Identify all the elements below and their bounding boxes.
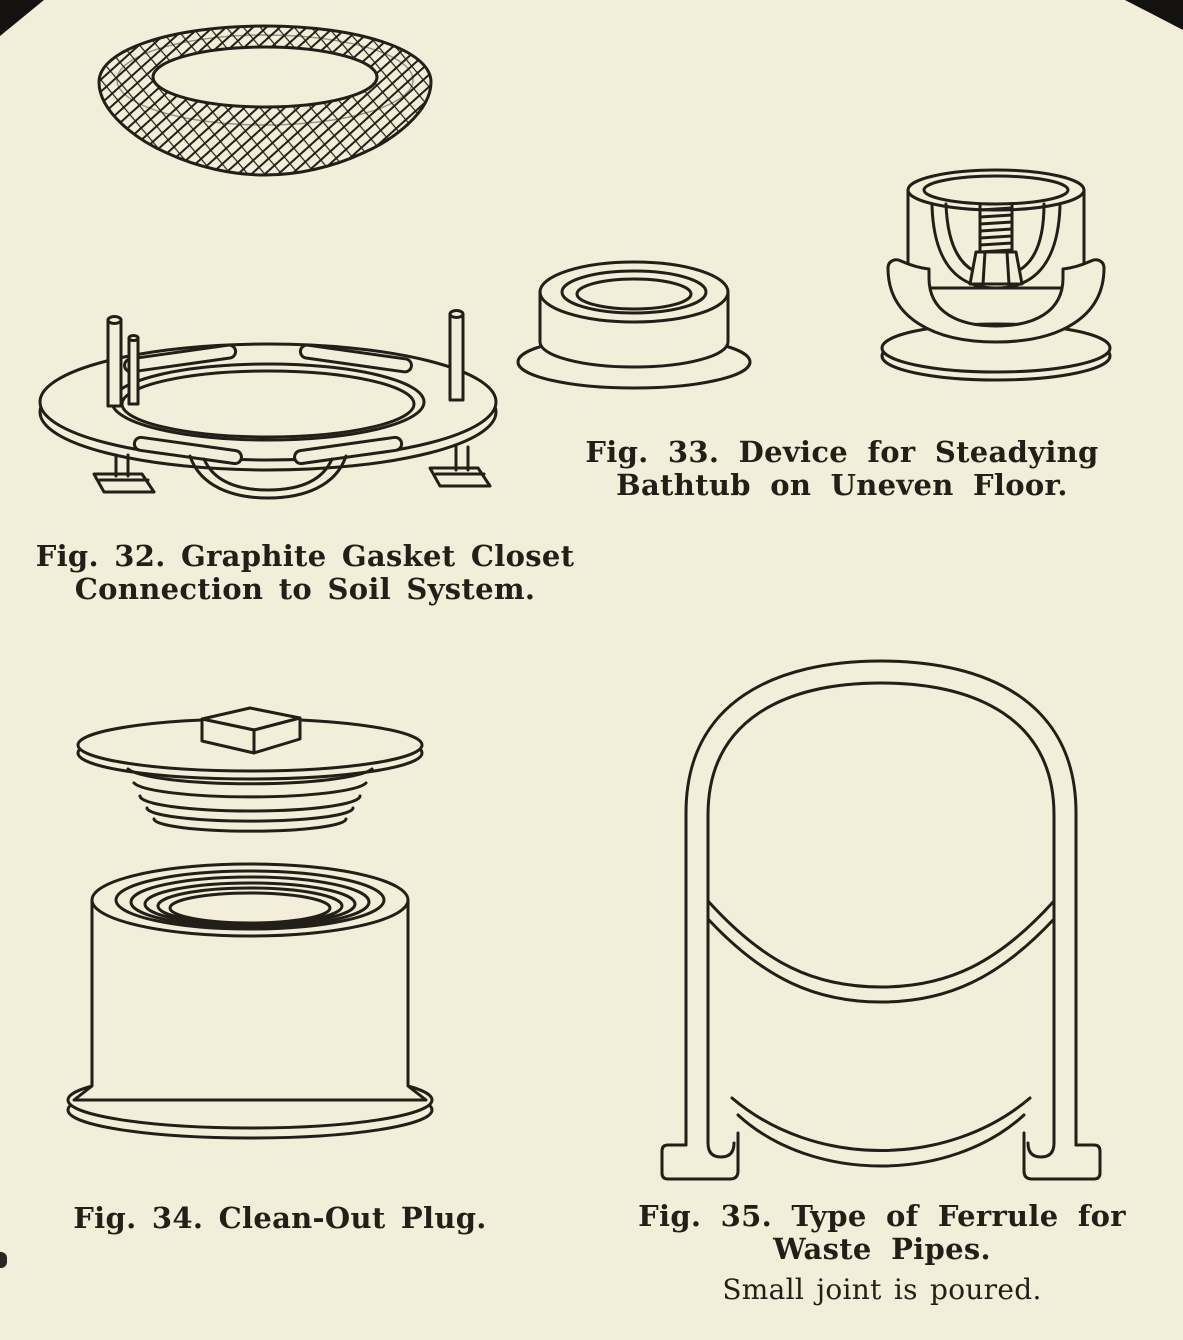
fig32-caption-line1: Fig. 32. Graphite Gasket Closet	[35, 539, 575, 573]
closet-flange-illustration	[38, 309, 498, 500]
leveling-screw-device-illustration	[880, 168, 1112, 382]
fig35-caption-line1: Fig. 35. Type of Ferrule for	[638, 1199, 1126, 1233]
cleanout-plug-cap-illustration	[76, 706, 424, 833]
fig33-caption-line1: Fig. 33. Device for Steadying	[585, 435, 1099, 469]
scan-artifact-top-left	[0, 0, 44, 36]
fig35-caption: Fig. 35. Type of Ferrule for Waste Pipes…	[608, 1199, 1156, 1306]
graphite-gasket-rope-illustration	[97, 24, 433, 177]
fig32-caption: Fig. 32. Graphite Gasket Closet Connecti…	[30, 539, 580, 607]
scan-artifact-left-edge	[0, 1252, 7, 1268]
scan-artifact-top-right	[1125, 0, 1183, 30]
steadying-ring-illustration	[516, 260, 752, 390]
cleanout-plug-body-illustration	[66, 862, 434, 1140]
fig35-caption-line3: Small joint is poured.	[722, 1272, 1042, 1306]
fig34-caption-line1: Fig. 34. Clean-Out Plug.	[73, 1201, 487, 1235]
fig32-caption-line2: Connection to Soil System.	[74, 572, 536, 607]
fig34-caption: Fig. 34. Clean-Out Plug.	[60, 1201, 500, 1235]
ferrule-section-illustration	[660, 659, 1102, 1181]
fig33-caption: Fig. 33. Device for Steadying Bathtub on…	[568, 435, 1116, 503]
fig33-caption-line2: Bathtub on Uneven Floor.	[616, 468, 1068, 503]
fig35-caption-line2: Waste Pipes.	[773, 1232, 991, 1267]
